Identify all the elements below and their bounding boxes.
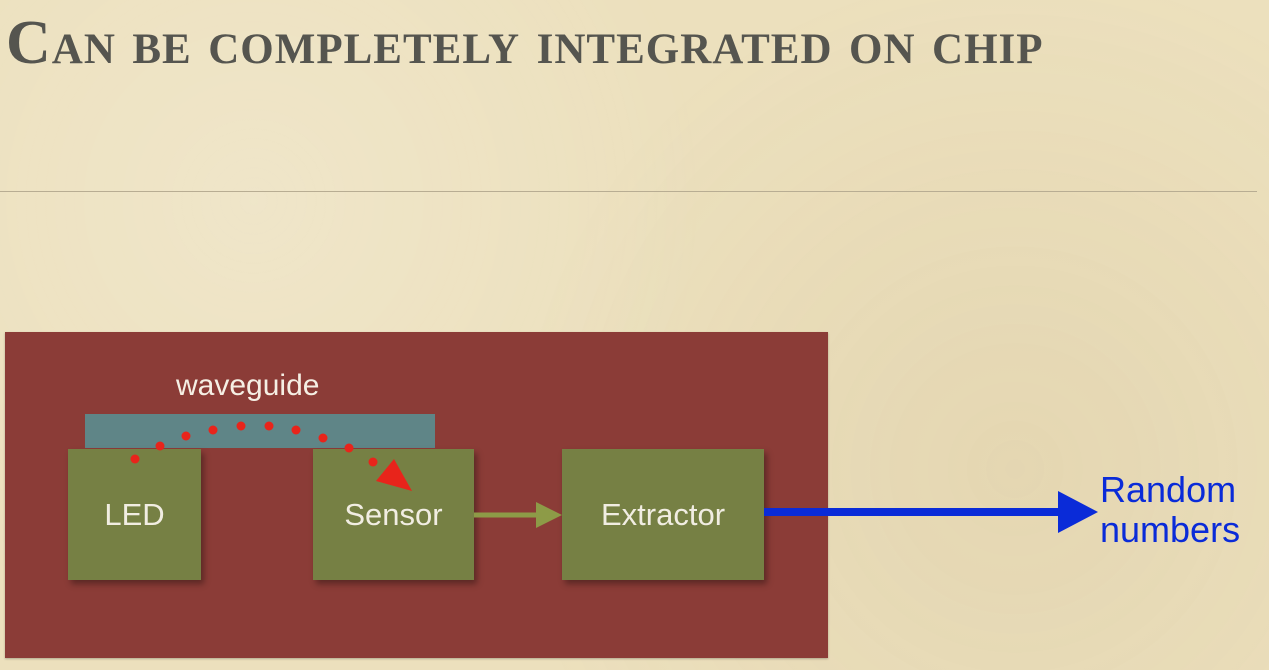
photon-dot (236, 421, 246, 431)
photon-dot (344, 443, 354, 453)
photon-dot (208, 425, 218, 435)
photon-dot (155, 441, 165, 451)
photon-path (130, 421, 412, 491)
sensor-label: Sensor (344, 496, 443, 532)
photon-dot (318, 433, 328, 443)
photon-dot (181, 431, 191, 441)
extractor-block: Extractor (562, 449, 764, 580)
output-label: Random numbers (1100, 470, 1269, 550)
title-divider (0, 191, 1257, 192)
output-label-line1: Random (1100, 469, 1237, 510)
output-arrow (764, 491, 1098, 533)
led-label: LED (104, 496, 165, 532)
led-block: LED (68, 449, 201, 580)
slide-title: Can be completely integrated on chip (6, 9, 1044, 77)
photon-arrowhead (376, 459, 412, 491)
photon-dot (368, 457, 378, 467)
sensor-to-extractor-arrow (474, 502, 562, 528)
waveguide-label: waveguide (176, 369, 320, 402)
photon-dot (264, 421, 274, 431)
photon-dot (130, 454, 140, 464)
extractor-label: Extractor (600, 496, 726, 532)
output-label-line2: numbers (1100, 509, 1241, 550)
photon-dot (291, 425, 301, 435)
waveguide-bar (85, 414, 435, 448)
